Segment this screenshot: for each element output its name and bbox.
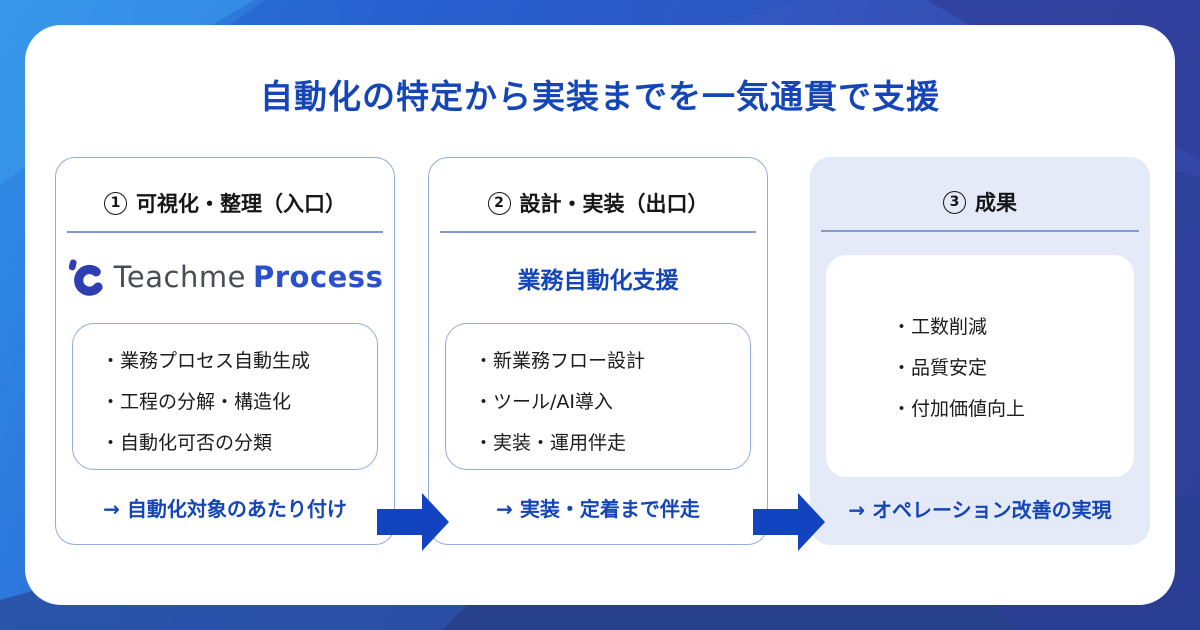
panel-3-bullet-list: ・工数削減・品質安定・付加価値向上 (826, 255, 1134, 430)
logo-text-teachme: Teachme (113, 260, 246, 294)
bullet-item: ・業務プロセス自動生成 (101, 350, 311, 372)
panel-2-bullet-list: ・新業務フロー設計・ツール/AI導入・実装・運用伴走 (446, 324, 750, 464)
panel-3-divider (821, 230, 1139, 232)
bullet-item: ・工数削減 (892, 316, 988, 338)
bullet-item: ・自動化可否の分類 (101, 432, 273, 454)
panel-1-feature-box: ・業務プロセス自動生成・工程の分解・構造化・自動化可否の分類 (72, 323, 378, 470)
panel-2-feature-box: ・新業務フロー設計・ツール/AI導入・実装・運用伴走 (445, 323, 751, 470)
panel-2-heading: 2 設計・実装（出口） (429, 188, 767, 218)
panel-design-implementation: 2 設計・実装（出口） 業務自動化支援 ・新業務フロー設計・ツール/AI導入・実… (428, 157, 768, 545)
panel-3-outcome: → オペレーション改善の実現 (848, 498, 1112, 522)
panel-1-divider (67, 231, 383, 233)
panel-1-heading-label: 可視化・整理（入口） (136, 192, 346, 216)
panel-1-bullet-list: ・業務プロセス自動生成・工程の分解・構造化・自動化可否の分類 (73, 324, 377, 464)
panel-1-outcome: → 自動化対象のあたり付け (103, 497, 347, 521)
bullet-item: ・ツール/AI導入 (474, 391, 614, 413)
page-title: 自動化の特定から実装までを一気通貫で支援 (260, 77, 940, 116)
panel-2-subtitle: 業務自動化支援 (517, 268, 679, 294)
panel-2-divider (440, 231, 756, 233)
teachme-logo-icon (67, 257, 107, 297)
main-card: 自動化の特定から実装までを一気通貫で支援 1 可視化・整理（入口） Teachm… (25, 25, 1175, 605)
bullet-item: ・品質安定 (892, 357, 988, 379)
panel-2-outcome: → 実装・定着まで伴走 (496, 497, 700, 521)
panel-3-heading-label: 成果 (975, 191, 1017, 215)
panel-3-feature-box: ・工数削減・品質安定・付加価値向上 (826, 255, 1134, 477)
bullet-item: ・新業務フロー設計 (474, 350, 646, 372)
panel-visualization: 1 可視化・整理（入口） Teachme Process ・業務プロセス自動生成… (55, 157, 395, 545)
bullet-item: ・付加価値向上 (892, 398, 1026, 420)
circled-number-3: 3 (943, 190, 966, 214)
panel-2-heading-label: 設計・実装（出口） (519, 192, 709, 216)
flow-arrow-1 (377, 493, 449, 551)
panels-row: 1 可視化・整理（入口） Teachme Process ・業務プロセス自動生成… (25, 157, 1175, 551)
circled-number-1: 1 (104, 191, 127, 215)
bullet-item: ・実装・運用伴走 (474, 432, 627, 454)
logo-text-process: Process (252, 260, 384, 294)
panel-3-heading: 3 成果 (810, 187, 1150, 217)
panel-results: 3 成果 ・工数削減・品質安定・付加価値向上 → オペレーション改善の実現 (810, 157, 1150, 545)
panel-1-heading: 1 可視化・整理（入口） (56, 188, 394, 218)
circled-number-2: 2 (487, 191, 511, 215)
flow-arrow-2 (753, 493, 825, 551)
teachme-process-logo: Teachme Process (56, 257, 394, 297)
bullet-item: ・工程の分解・構造化 (101, 391, 292, 413)
